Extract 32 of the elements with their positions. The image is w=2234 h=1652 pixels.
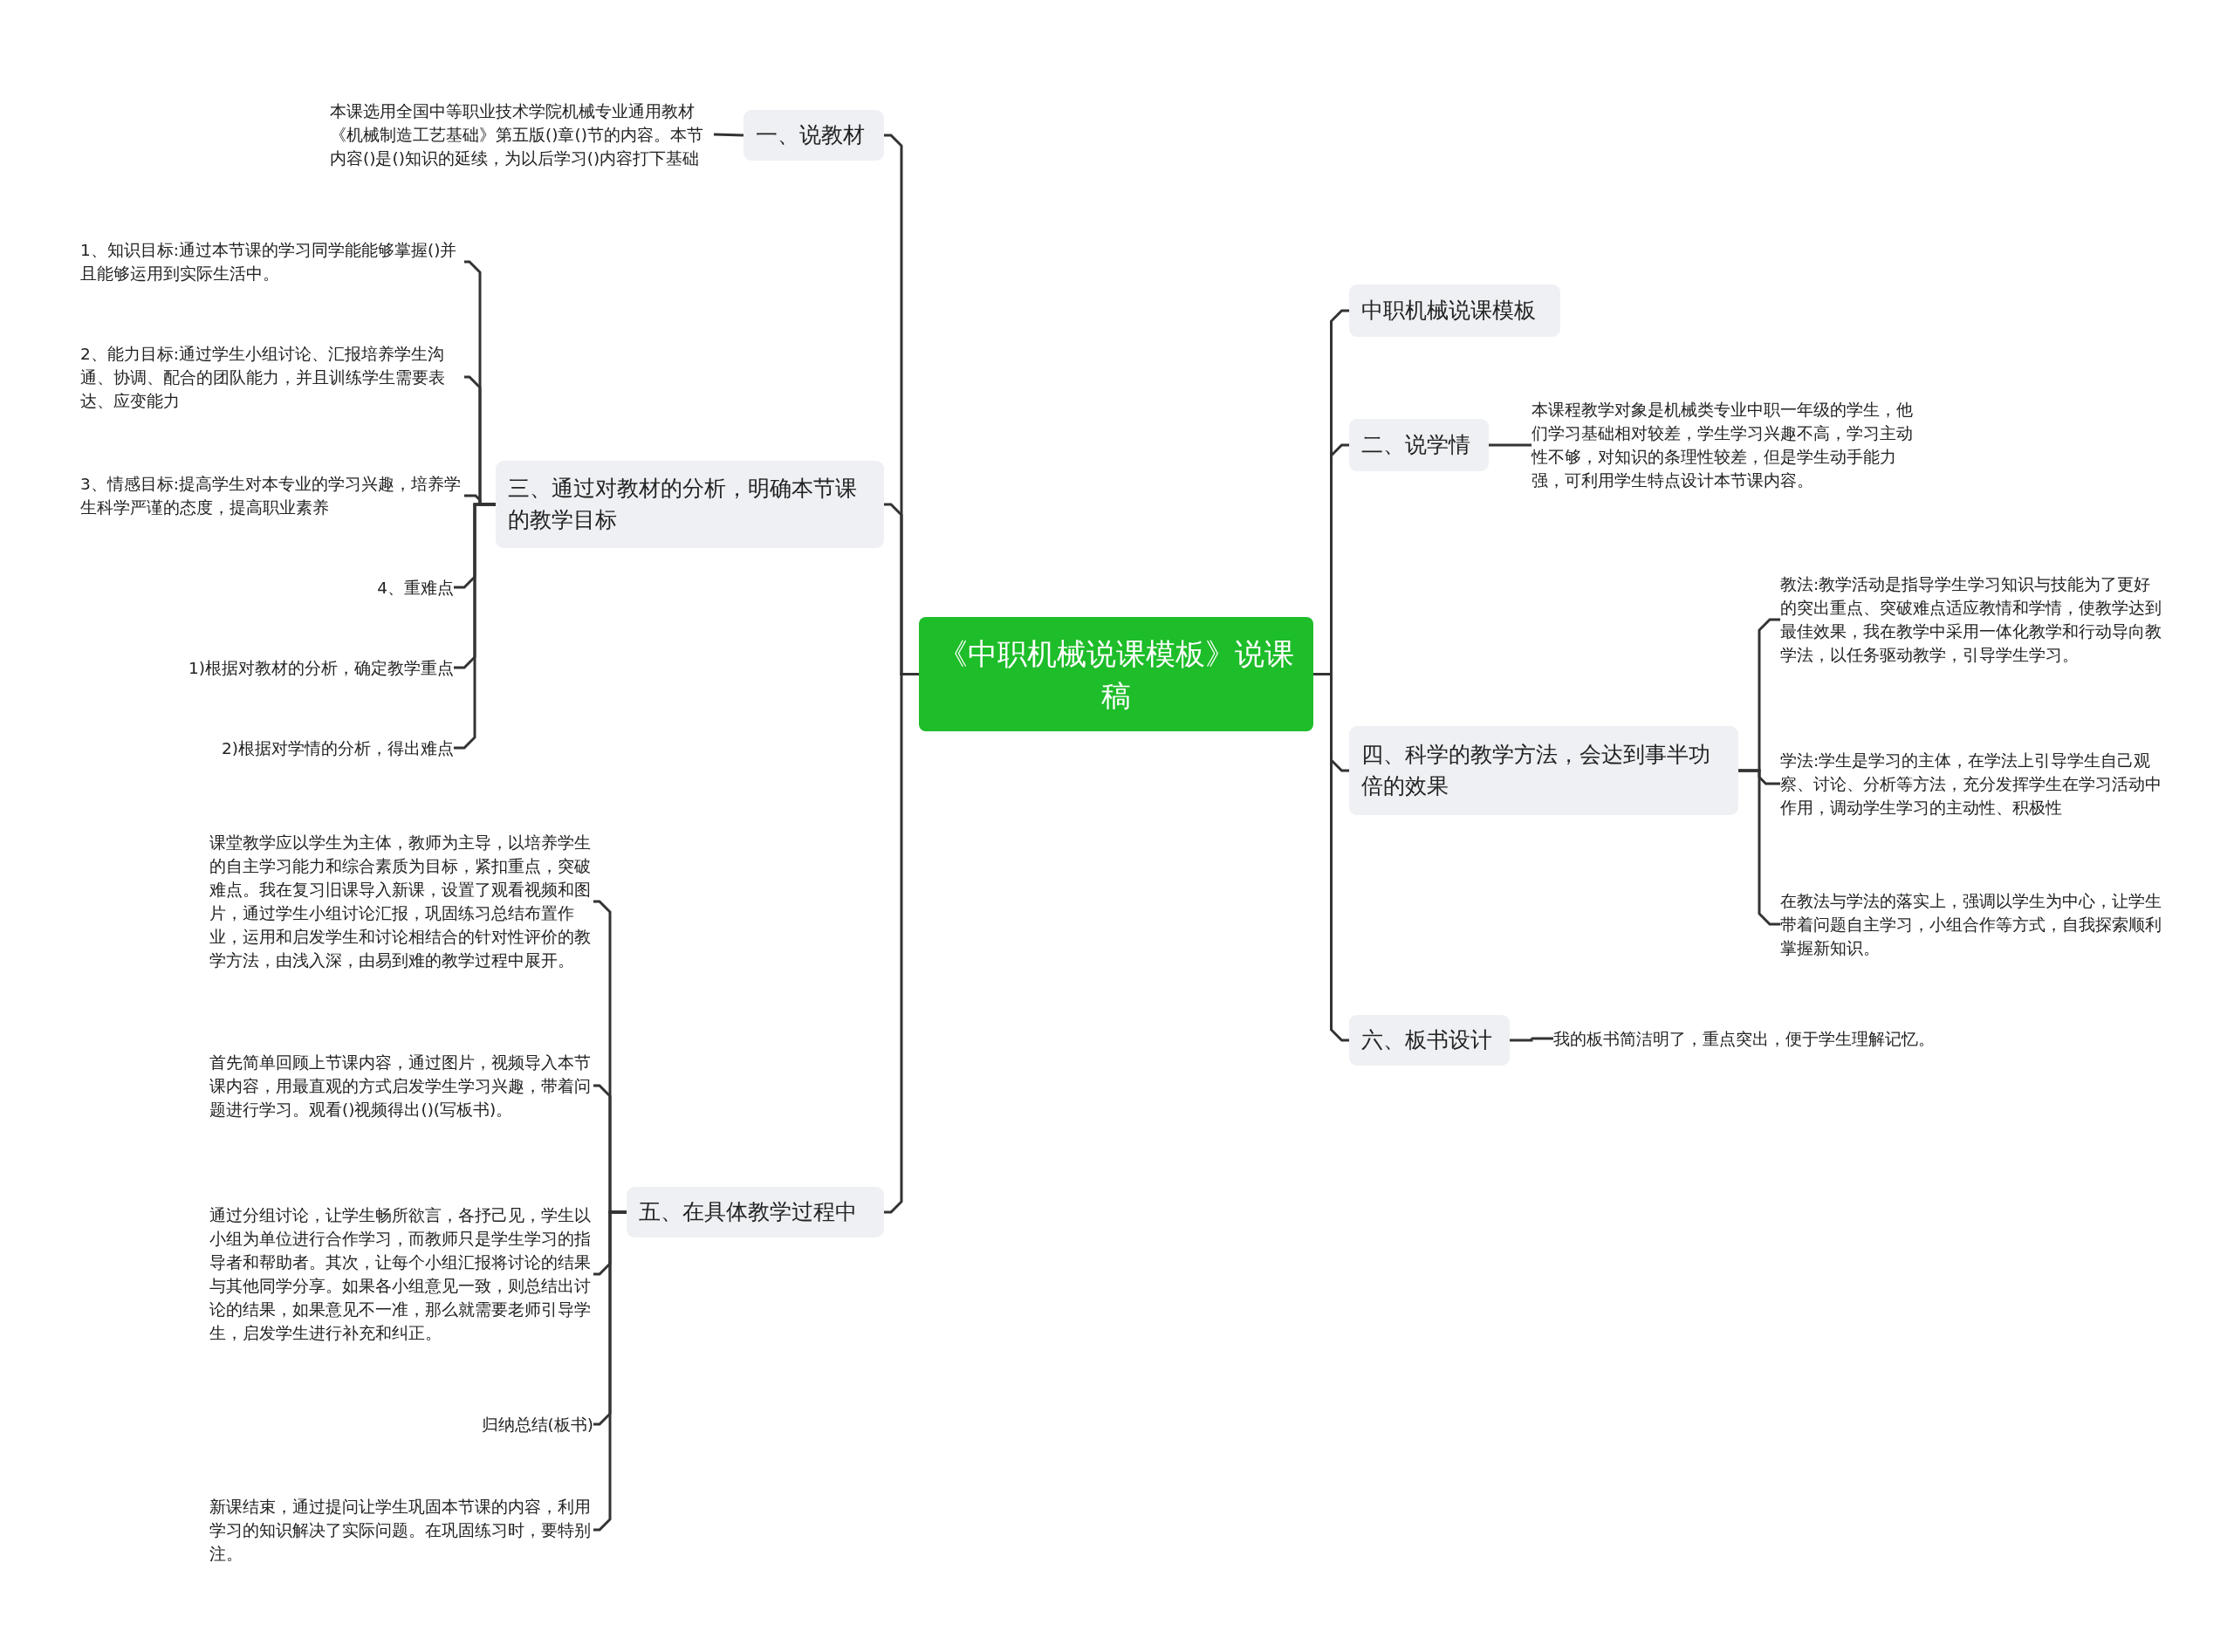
connector-line — [1510, 1037, 1553, 1042]
connector-line — [1489, 443, 1532, 447]
topic-text: 归纳总结(板书) — [393, 1409, 593, 1439]
connector-line — [454, 503, 496, 750]
topic-text: 本课选用全国中等职业技术学院机械专业通用教材《机械制造工艺基础》第五版()章()节的内容。本节内容()是()知识的延续，为以后学习()内容打下基础 — [330, 86, 714, 183]
connector-line — [593, 1210, 627, 1532]
topic-text: 我的板书简洁明了，重点突出，便于学生理解记忆。 — [1553, 1012, 1937, 1065]
topic-text: 3、情感目标:提高学生对本专业的学习兴趣，培养学生科学严谨的态度，提高职业素养 — [80, 470, 464, 522]
topic-text: 1、知识目标:通过本节课的学习同学能能够掌握()并且能够运用到实际生活中。 — [80, 236, 464, 288]
branch-topic: 四、科学的教学方法，会达到事半功倍的效果 — [1349, 726, 1738, 815]
topic-text: 4、重难点 — [288, 572, 454, 602]
connector-line — [1313, 673, 1349, 1042]
branch-topic: 中职机械说课模板 — [1349, 284, 1560, 337]
topic-text: 通过分组讨论，让学生畅所欲言，各抒己见，学生以小组为单位进行合作学习，而教师只是学生学习的指导者和帮助者。其次，让每个小组汇报将讨论的结果与其他同学分享。如果各小组意见一致，则总结出讨论的结果，如果意见不一准，那么就需要老师引导学生，启发学生进行补充和纠正。 — [209, 1188, 593, 1361]
topic-text: 首先简单回顾上节课内容，通过图片，视频导入本节课内容，用最直观的方式启发学生学习兴趣，带着问题进行学习。观看()视频得出()(写板书)。 — [209, 1037, 593, 1134]
topic-text: 本课程教学对象是机械类专业中职一年级的学生，他们学习基础相对较差，学生学习兴趣不高，学习主动性不够，对知识的条理性较差，但是学生动手能力强，可利用学生特点设计本节课内容。 — [1532, 384, 1915, 506]
topic-text: 课堂教学应以学生为主体，教师为主导，以培养学生的自主学习能力和综合素质为目标，紧扣重点，突破难点。我在复习旧课导入新课，设置了观看视频和图片，通过学生小组讨论汇报，巩固练习总结布置作业，运用和启发学生和讨论相结合的针对性评价的教学方法，由浅入深，由易到难的教学过程中展开。 — [209, 815, 593, 988]
connector-line — [1738, 769, 1780, 926]
branch-topic: 三、通过对教材的分析，明确本节课的教学目标 — [496, 461, 884, 548]
topic-text: 2、能力目标:通过学生小组讨论、汇报培养学生沟通、协调、配合的团队能力，并且训练学生需要表达、应变能力 — [80, 339, 464, 415]
connector-line — [713, 133, 744, 137]
topic-text: 学法:学生是学习的主体，在学法上引导学生自己观察、讨论、分析等方法，充分发挥学生在学习活动中作用，调动学生学习的主动性、积极性 — [1780, 735, 2164, 833]
branch-topic: 二、说学情 — [1349, 419, 1489, 471]
topic-text: 2)根据对学情的分析，得出难点 — [140, 733, 454, 763]
topic-text: 教法:教学活动是指导学生学习知识与技能为了更好的突出重点、突破难点适应教情和学情，使教学达到最佳效果，我在教学中采用一体化教学和行动导向教学法，以任务驱动教学，引导学生学习。 — [1780, 559, 2164, 681]
branch-topic: 五、在具体教学过程中 — [627, 1187, 884, 1237]
topic-text: 1)根据对教材的分析，确定教学重点 — [113, 653, 454, 682]
branch-topic: 一、说教材 — [744, 110, 884, 161]
topic-text: 新课结束，通过提问让学生巩固本节课的内容，利用学习的知识解决了实际问题。在巩固练习时，要特别注。 — [209, 1492, 593, 1567]
topic-text: 在教法与学法的落实上，强调以学生为中心，让学生带着问题自主学习，小组合作等方式，自我探索顺利掌握新知识。 — [1780, 887, 2164, 962]
branch-topic: 六、板书设计 — [1349, 1015, 1510, 1066]
central-topic: 《中职机械说课模板》说课稿 — [919, 617, 1313, 731]
